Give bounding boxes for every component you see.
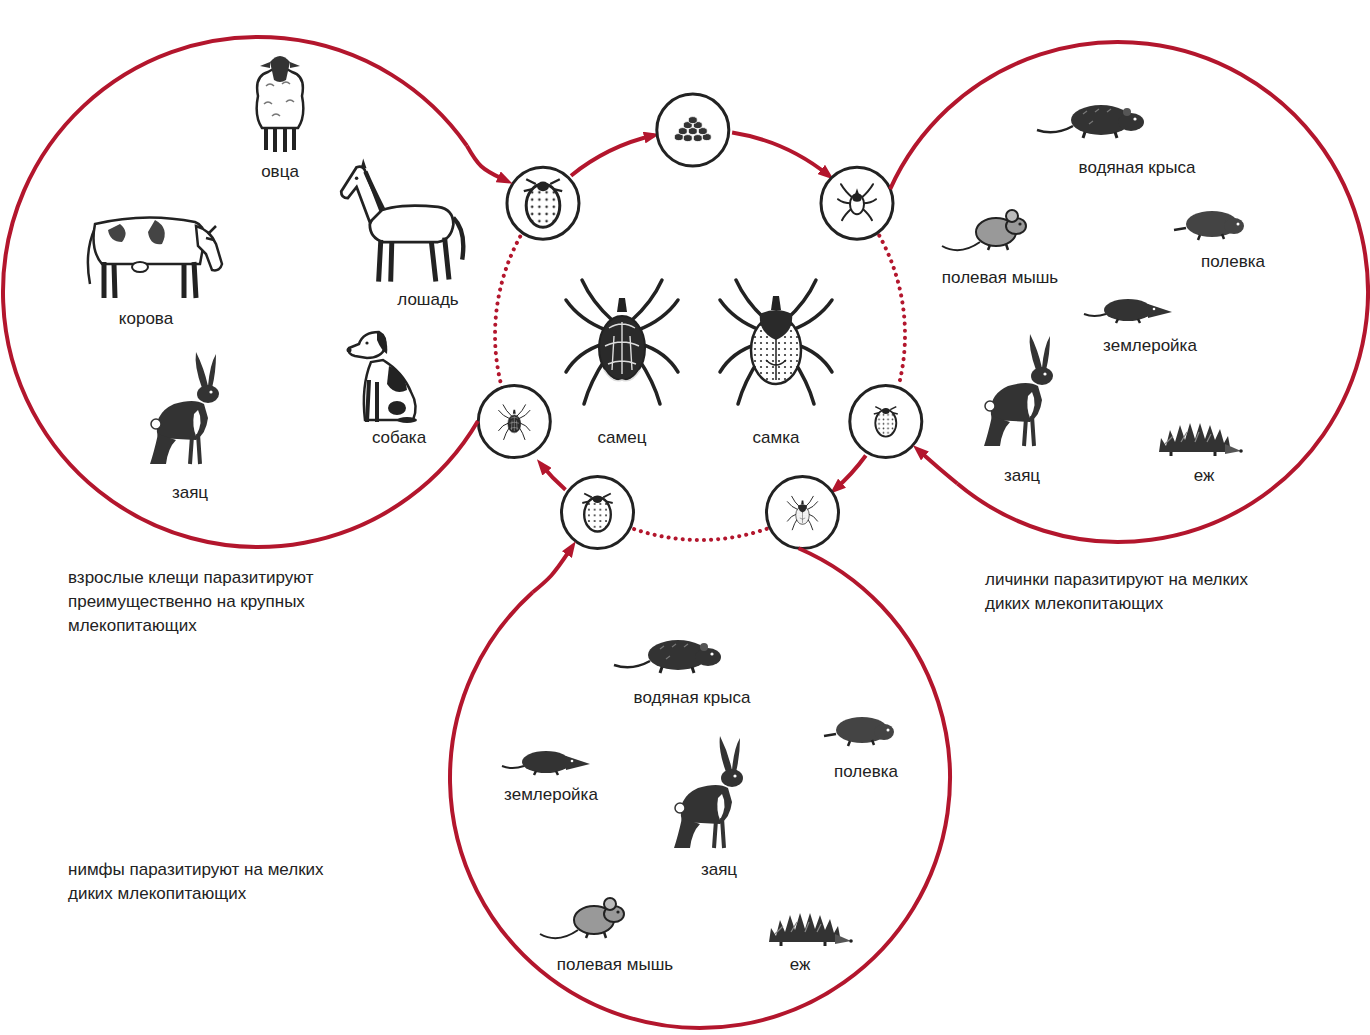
hare-figure <box>150 352 219 464</box>
animal-name: полевка <box>1201 252 1265 272</box>
water-rat-figure <box>614 640 721 673</box>
water-rat-figure <box>1037 105 1144 138</box>
caption-note: взрослые клещи паразитируют преимуществе… <box>68 566 353 638</box>
vole-figure <box>1174 211 1244 240</box>
ring-dotted <box>879 236 905 385</box>
horse-figure <box>341 158 463 281</box>
vole-figure <box>824 717 894 746</box>
adult-stage-icon <box>478 386 550 458</box>
caption-note: нимфы паразитируют на мелких диких млеко… <box>68 858 353 906</box>
animal-name: лошадь <box>397 290 458 310</box>
animal-name: водяная крыса <box>1079 158 1196 178</box>
fed-nymph-icon <box>562 477 634 549</box>
cycle-ring <box>495 133 905 540</box>
hedgehog-figure <box>1159 423 1243 456</box>
nymph-stage-icon <box>767 477 839 549</box>
host-circle: овца лошадь корова собака заяц <box>3 37 513 547</box>
host-circle: водяная крыса полевая мышь полевка землерой… <box>868 42 1368 542</box>
life-cycle-ring: самец самка <box>495 130 905 540</box>
animal-name: землеройка <box>504 785 598 805</box>
animal-name: заяц <box>701 860 737 880</box>
sex-label: самка <box>753 428 800 448</box>
cycle-arrow <box>533 551 569 592</box>
ring-arrow <box>541 464 566 490</box>
animal-name: заяц <box>172 483 208 503</box>
shrew-figure <box>1084 299 1172 323</box>
fed-larva-icon <box>850 386 922 458</box>
animal-name: собака <box>372 428 426 448</box>
cow-figure <box>88 217 222 298</box>
circle-outline <box>3 37 478 547</box>
animal-name: корова <box>119 309 173 329</box>
circle-outline <box>450 548 950 1028</box>
hedgehog-figure <box>769 913 853 946</box>
animal-name: землеройка <box>1103 336 1197 356</box>
ring-arrow <box>835 456 866 490</box>
host-circle: водяная крыса землеройка полевка заяц полева… <box>450 528 950 1028</box>
ring-dotted <box>495 236 521 395</box>
animal-name: овца <box>261 162 299 182</box>
field-mouse-figure <box>942 210 1026 250</box>
sex-label: самец <box>598 428 647 448</box>
fed-female-icon <box>507 167 579 239</box>
ring-arrow <box>732 133 829 176</box>
ring-arrow <box>571 135 654 175</box>
animal-name: полевая мышь <box>942 268 1058 288</box>
circle-outline <box>890 42 1368 542</box>
hare-figure <box>674 736 743 848</box>
circle-outline <box>868 42 1368 542</box>
animal-name: заяц <box>1004 466 1040 486</box>
animal-name: полевая мышь <box>557 955 673 975</box>
sheep-figure <box>257 56 304 152</box>
ring-dotted <box>633 529 766 540</box>
egg-stage-icon <box>657 94 729 166</box>
animal-name: еж <box>790 955 811 975</box>
female-tick-figure <box>720 280 832 404</box>
caption-note: личинки паразитируют на мелких диких мле… <box>985 568 1270 616</box>
cycle-arrow <box>467 146 502 179</box>
cycle-arrow <box>922 453 957 483</box>
larva-stage-icon <box>821 167 893 239</box>
animal-name: полевка <box>834 762 898 782</box>
shrew-figure <box>502 751 590 775</box>
field-mouse-figure <box>540 898 624 938</box>
animal-name: водяная крыса <box>634 688 751 708</box>
dog-figure <box>347 332 418 423</box>
animal-name: еж <box>1194 466 1215 486</box>
male-tick-figure <box>566 280 678 404</box>
hare-figure <box>984 334 1053 446</box>
